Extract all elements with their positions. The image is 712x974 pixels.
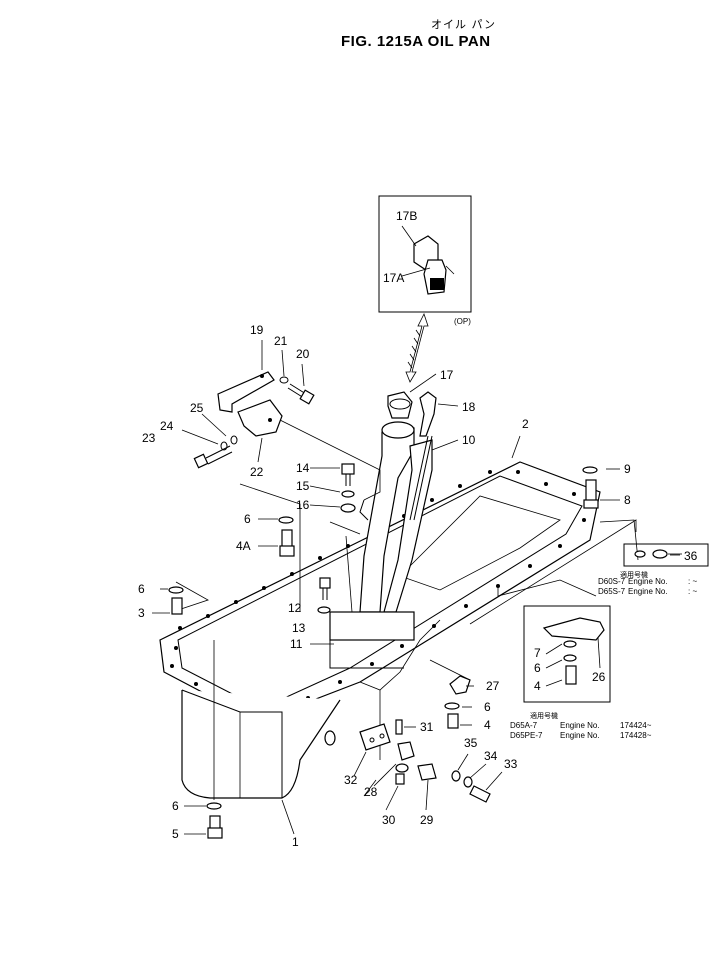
callout-6-b: 6	[138, 582, 145, 596]
callout-13: 13	[292, 621, 306, 635]
engine-no-label-1: Engine No.	[628, 577, 668, 586]
fasteners	[168, 463, 599, 839]
part-36-box	[623, 543, 709, 567]
applicability-header-2: 適用号機	[530, 711, 558, 720]
figure-title: FIG. 1215A OIL PAN	[341, 33, 491, 50]
callout-32: 32	[344, 773, 358, 787]
breather-hose	[359, 499, 369, 521]
callout-18: 18	[462, 400, 476, 414]
callout-22: 22	[250, 465, 264, 479]
model-d65s-7: D65S-7	[598, 587, 626, 596]
callout-12: 12	[288, 601, 302, 615]
callout-6-c: 6	[172, 799, 179, 813]
callout-17b: 17B	[396, 209, 417, 223]
callout-1: 1	[292, 835, 299, 849]
callout-17: 17	[440, 368, 454, 382]
callout-31: 31	[420, 720, 434, 734]
engine-no-value-1: : ~	[688, 577, 697, 586]
callout-4: 4	[484, 718, 491, 732]
callout-2: 2	[522, 417, 529, 431]
callout-35: 35	[464, 736, 478, 750]
optional-sensor-inset: 17B 17A (OP)	[378, 195, 472, 326]
callout-17a: 17A	[383, 271, 404, 285]
callout-24: 24	[160, 419, 174, 433]
applicability-block-2: 適用号機 D65A-7 Engine No. 174424~ D65PE-7 E…	[510, 711, 652, 740]
callout-6-e: 6	[534, 661, 541, 675]
callout-23: 23	[142, 431, 156, 445]
callout-34: 34	[484, 749, 498, 763]
engine-no-label-3: Engine No.	[560, 721, 600, 730]
figure-title-japanese: オイル パン	[431, 18, 497, 31]
callout-9: 9	[624, 462, 631, 476]
model-d60s-7: D60S-7	[598, 577, 626, 586]
option-label: (OP)	[454, 317, 471, 326]
callout-6-d: 6	[484, 700, 491, 714]
leader-line-22	[279, 419, 381, 501]
callout-36: 36	[684, 549, 698, 563]
callout-27: 27	[486, 679, 500, 693]
callout-6-a: 6	[244, 512, 251, 526]
callout-leaders	[152, 340, 680, 835]
applicability-header-1: 適用号機	[620, 570, 648, 579]
engine-no-label-2: Engine No.	[628, 587, 668, 596]
callout-29: 29	[420, 813, 434, 827]
callout-4-detail: 4	[534, 679, 541, 693]
callout-16: 16	[296, 498, 310, 512]
inset-reference-arrow	[405, 312, 429, 383]
variant-detail-box	[523, 605, 611, 703]
callout-10: 10	[462, 433, 476, 447]
callout-26: 26	[592, 670, 606, 684]
callout-numbers: 1 2 3 4 4A 4 5 6 6 6 6 6 7 8 9 10 11 12 …	[138, 323, 698, 849]
callout-7: 7	[534, 646, 541, 660]
callout-8: 8	[624, 493, 631, 507]
engine-no-value-3: 174424~	[620, 721, 652, 730]
callout-19: 19	[250, 323, 264, 337]
bracket-group	[193, 371, 315, 469]
leader-lines	[171, 435, 639, 835]
callout-25: 25	[190, 401, 204, 415]
callout-20: 20	[296, 347, 310, 361]
callout-3: 3	[138, 606, 145, 620]
callout-21: 21	[274, 334, 288, 348]
engine-no-value-2: : ~	[688, 587, 697, 596]
model-d65a-7: D65A-7	[510, 721, 538, 730]
callout-15: 15	[296, 479, 310, 493]
callout-33: 33	[504, 757, 518, 771]
callout-30: 30	[382, 813, 396, 827]
callout-14: 14	[296, 461, 310, 475]
callout-5: 5	[172, 827, 179, 841]
engine-no-label-4: Engine No.	[560, 731, 600, 740]
callout-28: 28	[364, 785, 378, 799]
callout-4a: 4A	[236, 539, 251, 553]
model-d65pe-7: D65PE-7	[510, 731, 543, 740]
callout-11: 11	[290, 637, 303, 651]
figure-title-block: オイル パン FIG. 1215A OIL PAN	[335, 16, 535, 56]
engine-no-value-4: 174428~	[620, 731, 652, 740]
applicability-block-1: 適用号機 D60S-7 Engine No. : ~ D65S-7 Engine…	[598, 570, 697, 596]
